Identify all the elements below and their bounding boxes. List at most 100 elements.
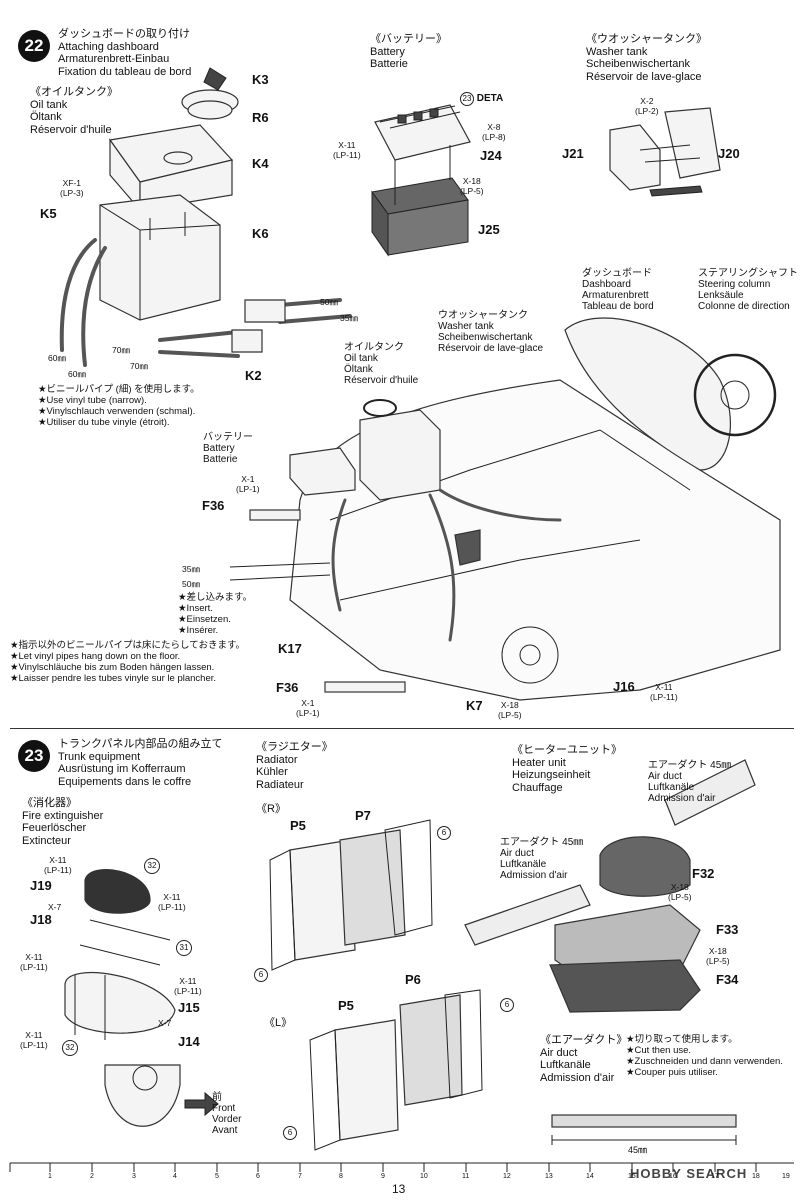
- part-K6: K6: [252, 226, 269, 241]
- steering-label: ステアリングシャフト Steering column Lenksäule Col…: [698, 268, 798, 312]
- part-K5: K5: [40, 206, 57, 221]
- part-J16: J16: [613, 679, 635, 694]
- vinyl-tube-note: ★ビニールパイプ (細) を使用します。 ★Use vinyl tube (na…: [38, 384, 200, 428]
- arrow-6-c: 6: [500, 998, 514, 1012]
- dim-35a: 35㎜: [340, 313, 358, 323]
- part-F32: F32: [692, 866, 715, 881]
- dim-70a: 70㎜: [112, 345, 130, 355]
- ruler-tick-14: 14: [586, 1173, 594, 1180]
- arrow-6-b: 6: [254, 968, 268, 982]
- ruler-tick-8: 8: [339, 1173, 343, 1180]
- watermark: HOBBY SEARCH: [630, 1166, 748, 1181]
- heater-illustration: [464, 759, 756, 1145]
- step-23-badge: 23: [18, 740, 50, 772]
- dim-60b: 60㎜: [68, 369, 86, 379]
- screw-x18-battery: X-18 (LP-5): [460, 176, 484, 196]
- front-label: 前 Front Vorder Avant: [212, 1092, 242, 1136]
- part-F34: F34: [716, 972, 739, 987]
- part-J15: J15: [178, 1000, 200, 1015]
- arrow-6-d: 6: [283, 1126, 297, 1140]
- battery-heading: 《バッテリー》 Battery Batterie: [370, 33, 447, 70]
- ruler-tick-7: 7: [298, 1173, 302, 1180]
- screw-x1-lower: X-1 (LP-1): [296, 698, 320, 718]
- screw-x11-j16: X-11 (LP-11): [650, 682, 678, 702]
- screw-x18-f33: X-18 (LP-5): [706, 946, 730, 966]
- screw-x11-d: X-11 (LP-11): [174, 976, 202, 996]
- radiator-l-label: 《L》: [264, 1017, 293, 1029]
- dashboard-label: ダッシュボード Dashboard Armaturenbrett Tableau…: [582, 268, 654, 312]
- insert-note: ★差し込みます。 ★Insert. ★Einsetzen. ★Insérer.: [178, 592, 253, 636]
- ruler-tick-9: 9: [381, 1173, 385, 1180]
- part-F36-lower: F36: [276, 680, 299, 695]
- part-J19: J19: [30, 878, 52, 893]
- ruler-tick-15: 15: [628, 1173, 636, 1180]
- part-J18: J18: [30, 912, 52, 927]
- battery-label: バッテリー Battery Batterie: [203, 432, 253, 465]
- ruler-tick-18: 18: [752, 1173, 760, 1180]
- part-K4: K4: [252, 156, 269, 171]
- part-P6: P6: [405, 972, 421, 987]
- dim-50a: 50㎜: [320, 297, 338, 307]
- washer-tank-illustration: [609, 107, 721, 197]
- part-F33: F33: [716, 922, 739, 937]
- radiator-r-label: 《R》: [256, 803, 286, 815]
- screw-xf1: XF-1 (LP-3): [60, 178, 84, 198]
- oil-tank-label: オイルタンク Oil tank Öltank Réservoir d'huile: [344, 342, 419, 386]
- screw-x1-upper: X-1 (LP-1): [236, 474, 260, 494]
- dim-35b: 35㎜: [182, 564, 200, 574]
- radiator-illustration: [269, 819, 483, 1151]
- washer-tank-heading: 《ウオッシャータンク》 Washer tank Scheibenwischert…: [586, 33, 707, 83]
- arrow-6-a: 6: [437, 826, 451, 840]
- ruler-tick-2: 2: [90, 1173, 94, 1180]
- ruler-ticks: [9, 1163, 757, 1172]
- step-22-title: ダッシュボードの取り付け Attaching dashboard Armatur…: [58, 28, 192, 78]
- dim-60a: 60㎜: [48, 353, 66, 363]
- part-K3: K3: [252, 72, 269, 87]
- part-J25: J25: [478, 222, 500, 237]
- ruler-tick-13: 13: [545, 1173, 553, 1180]
- deta-label: DETA: [476, 93, 504, 104]
- step-22-badge: 22: [18, 30, 50, 62]
- part-K2: K2: [245, 368, 262, 383]
- ruler-tick-12: 12: [503, 1173, 511, 1180]
- oil-tank-heading: 《オイルタンク》 Oil tank Öltank Réservoir d'hui…: [30, 86, 118, 136]
- air-duct-cut-heading: 《エアーダクト》 Air duct Luftkanäle Admission d…: [540, 1034, 628, 1084]
- step-divider: [10, 728, 794, 729]
- deta-callout: 23 DETA: [460, 92, 503, 106]
- screw-x11-b: X-11 (LP-11): [158, 892, 186, 912]
- heater-heading: 《ヒーターユニット》 Heater unit Heizungseinheit C…: [512, 744, 622, 794]
- ruler-tick-6: 6: [256, 1173, 260, 1180]
- step-23-title: トランクパネル内部品の組み立て Trunk equipment Ausrüstu…: [58, 738, 223, 788]
- ruler-tick-16: 16: [669, 1173, 677, 1180]
- screw-x11-e: X-11 (LP-11): [20, 1030, 48, 1050]
- part-R6: R6: [252, 110, 269, 125]
- chassis-illustration: [229, 317, 781, 701]
- ruler-tick-11: 11: [462, 1173, 470, 1180]
- ruler-tick-17: 17: [711, 1173, 719, 1180]
- radiator-heading: 《ラジエター》 Radiator Kühler Radiateur: [256, 741, 333, 791]
- screw-x18-k7: X-18 (LP-5): [498, 700, 522, 720]
- part-P7: P7: [355, 808, 371, 823]
- floor-note: ★指示以外のビニールパイプは床にたらしておきます。 ★Let vinyl pip…: [10, 640, 245, 684]
- battery-illustration: [371, 104, 471, 257]
- dim-50b: 50㎜: [182, 579, 200, 589]
- screw-x8: X-8 (LP-8): [482, 122, 506, 142]
- extinguisher-illustration: [64, 869, 219, 1127]
- part-P5-r: P5: [290, 818, 306, 833]
- deta-step-circle: 23: [460, 92, 474, 106]
- part-K17: K17: [278, 641, 302, 656]
- part-K7: K7: [466, 698, 483, 713]
- ruler-tick-5: 5: [215, 1173, 219, 1180]
- ruler-tick-4: 4: [173, 1173, 177, 1180]
- decal-32a: 32: [144, 858, 160, 874]
- screw-x11-a: X-11 (LP-11): [44, 855, 72, 875]
- part-J20: J20: [718, 146, 740, 161]
- screw-x7-b: X-7: [158, 1018, 172, 1028]
- dim-70b: 70㎜: [130, 361, 148, 371]
- part-P5-l: P5: [338, 998, 354, 1013]
- part-J21: J21: [562, 146, 584, 161]
- decal-31: 31: [176, 940, 192, 956]
- ruler-labels: 1 2 3 4 5 6 7 8 9 10 11 12 13 14 15 16 1…: [10, 1173, 794, 1183]
- air-duct-length: 45㎜: [628, 1145, 648, 1155]
